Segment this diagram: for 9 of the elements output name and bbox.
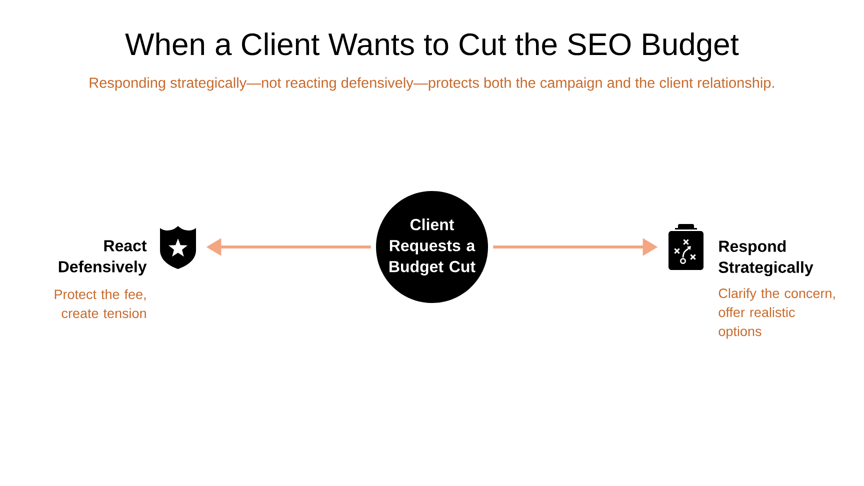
title: When a Client Wants to Cut the SEO Budget — [125, 32, 739, 62]
heading: Respond Strategically — [718, 240, 814, 276]
circle-node: Client Requests a Budget Cut — [376, 191, 488, 303]
description: Clarify the concern, offer realistic options — [718, 288, 835, 339]
shield-icon — [160, 226, 196, 269]
description: Protect the fee, create tension — [54, 289, 146, 318]
heading: React Defensively — [58, 240, 147, 276]
clipboard-icon — [668, 224, 704, 270]
subtitle: Responding strategically—not reacting defensively—protects both the campaign and the client relationship. — [90, 77, 774, 91]
